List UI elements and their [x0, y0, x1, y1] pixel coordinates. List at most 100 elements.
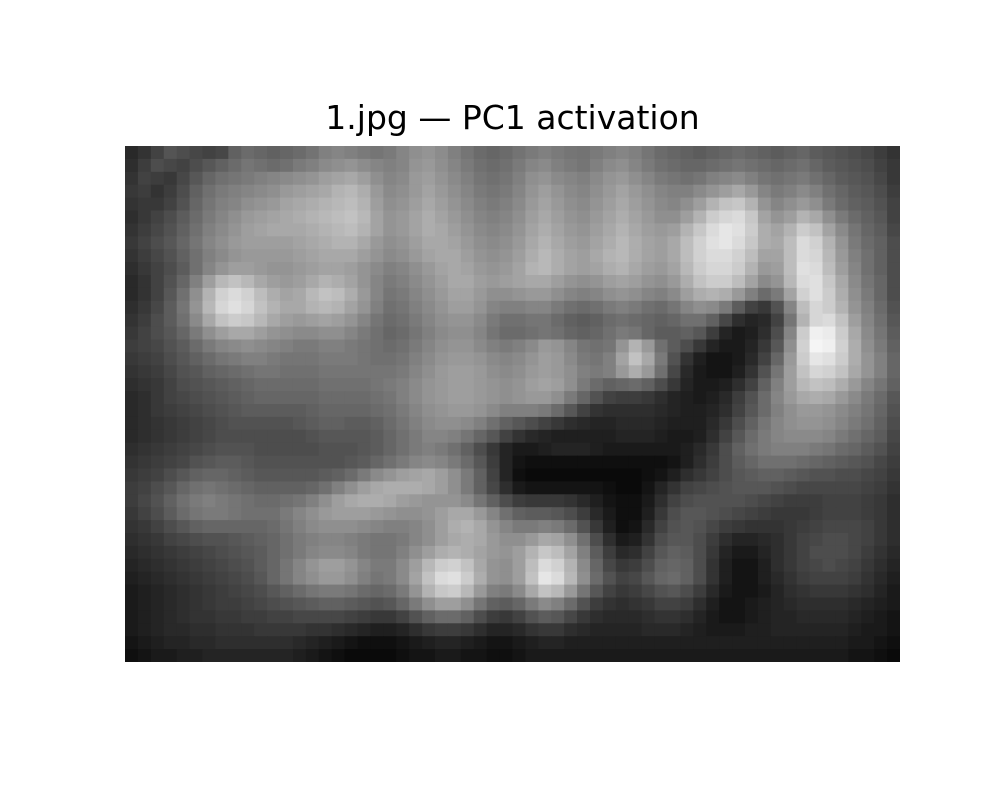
heatmap-cell [305, 365, 320, 379]
heatmap-cell [693, 533, 707, 547]
heatmap-cell [473, 378, 488, 392]
heatmap-cell [602, 262, 617, 276]
heatmap-cell [473, 171, 488, 186]
heatmap-cell [499, 287, 514, 302]
heatmap-cell [874, 184, 888, 199]
heatmap-cell [706, 533, 720, 547]
heatmap-cell [835, 158, 849, 173]
heatmap-cell [641, 649, 656, 662]
heatmap-cell [887, 416, 900, 431]
heatmap-cell [137, 313, 152, 328]
heatmap-cell [770, 610, 785, 624]
heatmap-cell [512, 300, 527, 315]
heatmap-cell [512, 623, 527, 637]
heatmap-cell [228, 442, 242, 457]
heatmap-cell [732, 584, 746, 599]
heatmap-cell [783, 171, 798, 186]
heatmap-cell [745, 249, 759, 263]
heatmap-cell [189, 468, 204, 482]
heatmap-cell [280, 429, 294, 444]
heatmap-cell [719, 223, 733, 237]
heatmap-cell [706, 481, 720, 495]
heatmap-cell [447, 455, 462, 470]
heatmap-cell [809, 442, 824, 457]
heatmap-cell [370, 287, 384, 302]
heatmap-cell [280, 520, 294, 534]
heatmap-cell [396, 494, 410, 508]
heatmap-cell [719, 352, 733, 366]
heatmap-cell [887, 455, 900, 470]
heatmap-cell [770, 365, 785, 379]
heatmap-cell [577, 649, 591, 662]
heatmap-cell [628, 623, 643, 637]
heatmap-cell [887, 210, 900, 224]
heatmap-cell [150, 262, 165, 276]
heatmap-cell [564, 249, 578, 263]
heatmap-cell [176, 275, 191, 289]
heatmap-cell [344, 326, 359, 341]
heatmap-cell [125, 171, 139, 186]
heatmap-cell [228, 236, 242, 250]
heatmap-cell [538, 223, 552, 237]
heatmap-cell [357, 404, 372, 418]
heatmap-cell [163, 610, 178, 624]
heatmap-cell [267, 545, 281, 560]
heatmap-cell [241, 636, 255, 650]
heatmap-cell [396, 249, 410, 263]
heatmap-cell [202, 404, 217, 418]
heatmap-cell [267, 391, 281, 405]
heatmap-cell [667, 146, 682, 160]
heatmap-cell [344, 184, 359, 199]
heatmap-cell [615, 404, 630, 418]
heatmap-cell [693, 429, 707, 444]
heatmap-cell [241, 584, 255, 599]
heatmap-cell [719, 236, 733, 250]
heatmap-cell [383, 197, 397, 212]
heatmap-cell [745, 545, 759, 560]
heatmap-cell [602, 223, 617, 237]
heatmap-cell [460, 533, 475, 547]
heatmap-cell [163, 378, 178, 392]
heatmap-cell [641, 468, 656, 482]
heatmap-cell [473, 442, 488, 457]
heatmap-cell [460, 287, 475, 302]
heatmap-cell [292, 171, 307, 186]
heatmap-cell [318, 610, 333, 624]
heatmap-cell [680, 197, 694, 212]
heatmap-cell [564, 326, 578, 341]
heatmap-cell [215, 404, 229, 418]
heatmap-cell [590, 378, 604, 392]
heatmap-cell [383, 520, 397, 534]
heatmap-cell [641, 287, 656, 302]
heatmap-cell [654, 391, 669, 405]
heatmap-cell [564, 494, 578, 508]
heatmap-cell [680, 545, 694, 560]
heatmap-cell [331, 158, 346, 173]
heatmap-cell [125, 326, 139, 341]
heatmap-cell [564, 197, 578, 212]
heatmap-cell [486, 584, 501, 599]
heatmap-cell [383, 326, 397, 341]
heatmap-cell [615, 275, 630, 289]
heatmap-cell [822, 236, 837, 250]
heatmap-cell [538, 326, 552, 341]
heatmap-cell [874, 455, 888, 470]
heatmap-cell [396, 507, 410, 521]
heatmap-cell [590, 313, 604, 328]
heatmap-cell [125, 636, 139, 650]
heatmap-cell [628, 184, 643, 199]
heatmap-cell [577, 352, 591, 366]
heatmap-cell [215, 249, 229, 263]
heatmap-cell [125, 494, 139, 508]
heatmap-cell [693, 249, 707, 263]
heatmap-cell [525, 610, 539, 624]
heatmap-cell [835, 352, 849, 366]
heatmap-cell [512, 391, 527, 405]
heatmap-cell [383, 300, 397, 315]
heatmap-cell [719, 507, 733, 521]
heatmap-cell [796, 442, 811, 457]
heatmap-cell [577, 262, 591, 276]
heatmap-cell [887, 481, 900, 495]
heatmap-cell [822, 520, 837, 534]
heatmap-cell [615, 236, 630, 250]
